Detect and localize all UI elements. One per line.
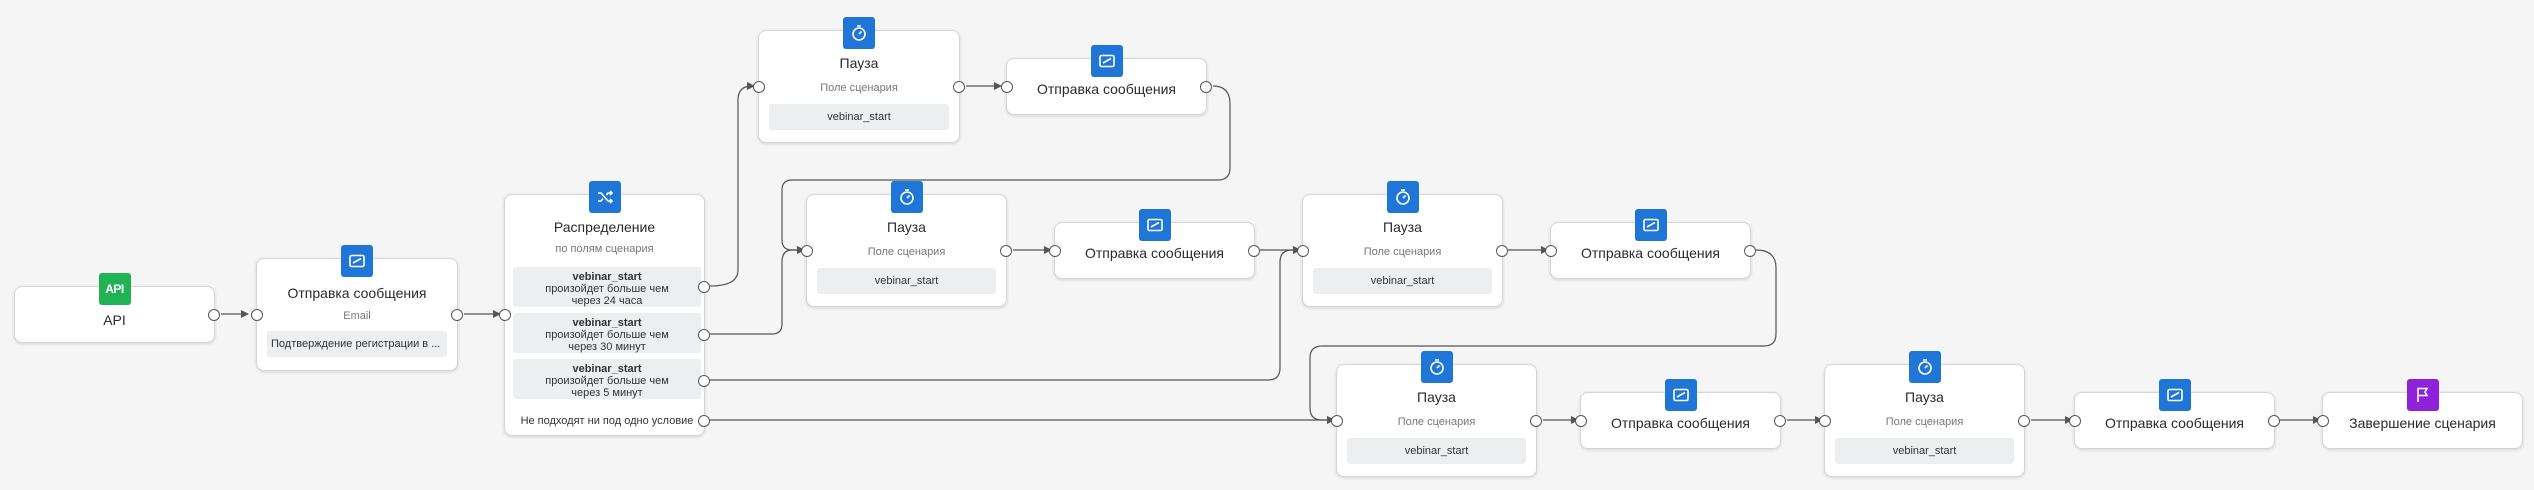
input-port[interactable] (2069, 415, 2081, 427)
distribution-mode: по полям сценария (555, 243, 654, 255)
pause-node-3[interactable]: Пауза Поле сценария vebinar_start (1297, 181, 1508, 307)
branch-fallback: Не подходят ни под одно условие (520, 415, 694, 427)
api-node[interactable]: API API (14, 273, 220, 343)
send-message-node-3[interactable]: Отправка сообщения (1049, 209, 1260, 279)
timer-icon (843, 17, 875, 49)
pause-field: vebinar_start (1835, 438, 2014, 464)
message-template: Подтверждение регистрации в ... (267, 331, 447, 357)
output-port[interactable] (2018, 415, 2030, 427)
timer-icon (1420, 351, 1453, 383)
pause-field: vebinar_start (817, 268, 996, 294)
message-icon (1634, 209, 1667, 241)
pause-type: Поле сценария (1885, 416, 1964, 428)
pause-node-1[interactable]: Пауза Поле сценария vebinar_start (753, 17, 965, 143)
pause-field: vebinar_start (1313, 268, 1492, 294)
pause-type: Поле сценария (1363, 246, 1442, 258)
connection-dist-pause2 (710, 246, 805, 335)
input-port[interactable] (1001, 81, 1013, 93)
distribution-node[interactable]: Распределение по полям сценария vebinar_… (499, 181, 710, 436)
output-port[interactable] (1000, 245, 1012, 257)
timer-icon (1908, 351, 1941, 383)
input-port[interactable] (801, 245, 813, 257)
input-port[interactable] (251, 309, 263, 321)
api-icon: API (98, 273, 131, 305)
shuffle-icon (588, 181, 621, 213)
input-port[interactable] (1545, 245, 1557, 257)
output-port-fallback[interactable] (698, 415, 710, 427)
input-port[interactable] (499, 309, 511, 321)
timer-icon (890, 181, 923, 213)
output-port-1[interactable] (698, 281, 710, 293)
node-title: Отправка сообщения (2104, 415, 2245, 431)
input-port[interactable] (1297, 245, 1309, 257)
send-message-node-1[interactable]: Отправка сообщения Email Подтверждение р… (251, 245, 463, 371)
send-message-node-4[interactable]: Отправка сообщения (1545, 209, 1756, 279)
node-title: Завершение сценария (2349, 415, 2496, 431)
node-title: Пауза (839, 55, 879, 71)
input-port[interactable] (1049, 245, 1061, 257)
connection-dist-pause1 (709, 82, 755, 287)
input-port[interactable] (753, 81, 765, 93)
output-port[interactable] (1774, 415, 1786, 427)
pause-node-5[interactable]: Пауза Поле сценария vebinar_start (1819, 351, 2030, 477)
timer-icon (1386, 181, 1419, 213)
input-port[interactable] (1819, 415, 1831, 427)
node-title: Отправка сообщения (287, 285, 427, 301)
message-icon (1664, 379, 1697, 411)
message-icon (1138, 209, 1171, 241)
pause-node-4[interactable]: Пауза Поле сценария vebinar_start (1331, 351, 1542, 477)
send-message-node-5[interactable]: Отправка сообщения (1575, 379, 1786, 449)
branch-condition-1: vebinar_start произойдет больше чем чере… (513, 267, 701, 307)
node-title: Отправка сообщения (1610, 415, 1751, 431)
node-title: Отправка сообщения (1580, 245, 1721, 261)
output-port[interactable] (1200, 81, 1212, 93)
output-port[interactable] (208, 309, 220, 321)
output-port[interactable] (953, 81, 965, 93)
input-port[interactable] (1331, 415, 1343, 427)
output-port[interactable] (1530, 415, 1542, 427)
branch-condition-3: vebinar_start произойдет больше чем чере… (513, 359, 701, 399)
connection-send2-pause2 (781, 85, 1231, 254)
finish-node[interactable]: Завершение сценария (2317, 379, 2523, 449)
flag-icon (2406, 379, 2439, 411)
send-message-node-6[interactable]: Отправка сообщения (2069, 379, 2280, 449)
node-title: Распределение (553, 219, 656, 235)
connection-dist-pause3 (710, 246, 1301, 381)
output-port[interactable] (1496, 245, 1508, 257)
message-icon (1090, 45, 1123, 77)
connection-send4-pause4 (1309, 249, 1777, 424)
pause-type: Поле сценария (867, 246, 946, 258)
branch-condition-2: vebinar_start произойдет больше чем чере… (513, 313, 701, 353)
output-port[interactable] (2268, 415, 2280, 427)
input-port[interactable] (2317, 415, 2329, 427)
node-title: Пауза (887, 219, 926, 235)
pause-field: vebinar_start (1347, 438, 1526, 464)
node-title: Пауза (1383, 219, 1422, 235)
message-icon (341, 245, 373, 277)
pause-type: Поле сценария (1397, 416, 1476, 428)
channel-label: Email (343, 310, 371, 322)
node-title: API (103, 312, 126, 328)
input-port[interactable] (1575, 415, 1587, 427)
node-title: Пауза (1905, 389, 1944, 405)
output-port[interactable] (451, 309, 463, 321)
output-port[interactable] (1248, 245, 1260, 257)
pause-type: Поле сценария (820, 82, 898, 94)
pause-field: vebinar_start (769, 104, 949, 130)
output-port-2[interactable] (698, 329, 710, 341)
output-port-3[interactable] (698, 375, 710, 387)
message-icon (2158, 379, 2191, 411)
node-title: Отправка сообщения (1084, 245, 1225, 261)
send-message-node-2[interactable]: Отправка сообщения (1001, 45, 1212, 115)
output-port[interactable] (1744, 245, 1756, 257)
pause-node-2[interactable]: Пауза Поле сценария vebinar_start (801, 181, 1012, 307)
node-title: Пауза (1417, 389, 1456, 405)
node-title: Отправка сообщения (1036, 81, 1177, 97)
